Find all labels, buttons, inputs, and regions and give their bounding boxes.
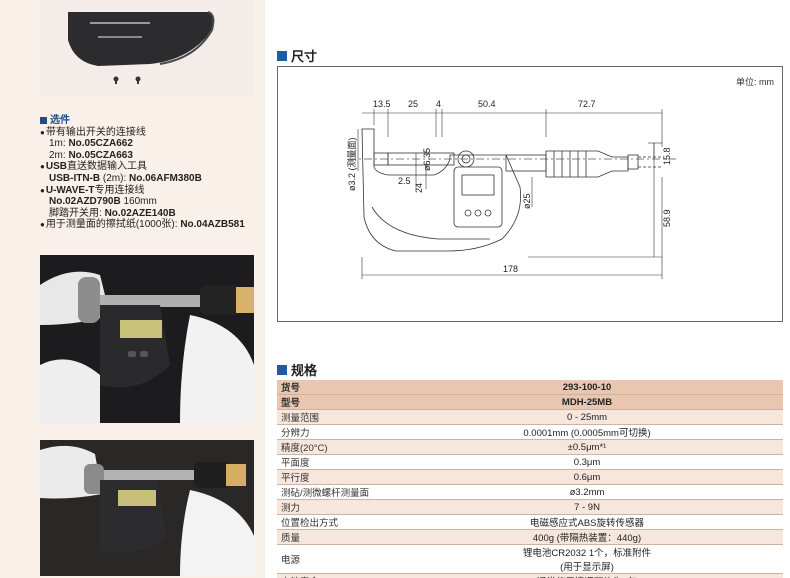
spec-key: 平行度 <box>277 469 391 485</box>
right-column: 尺寸 单位: mm <box>265 0 790 578</box>
spec-key: 精度(20°C) <box>277 439 391 455</box>
spec-row: 位置检出方式电磁感应式ABS旋转传感器 <box>277 514 783 530</box>
spec-value-line: 锂电池CR2032 1个，标准附件 <box>522 548 652 559</box>
spec-row: 电源 锂电池CR2032 1个，标准附件 (用于显示屏) <box>277 544 783 574</box>
spec-value: 通常使用情况下约为2年 <box>391 573 783 578</box>
dim-50-4: 50.4 <box>478 99 496 109</box>
dim-13-5: 13.5 <box>373 99 391 109</box>
dimension-drawing-box: 单位: mm <box>277 66 783 322</box>
unit-label: 单位: mm <box>736 77 774 87</box>
spec-key: 平面度 <box>277 454 391 470</box>
option-item: USB-ITN-B (2m): No.06AFM380B <box>49 172 202 184</box>
dim-spindle-dia: ø6.35 <box>422 148 432 171</box>
spec-value: 锂电池CR2032 1个，标准附件 (用于显示屏) <box>391 544 783 574</box>
spec-value: 电磁感应式ABS旋转传感器 <box>391 514 783 530</box>
spec-key: 分辨力 <box>277 424 391 440</box>
spec-key: 质量 <box>277 529 391 545</box>
spec-value: ø3.2mm <box>391 484 783 500</box>
dim-4: 4 <box>436 99 441 109</box>
dim-72-7: 72.7 <box>578 99 596 109</box>
option-item: No.02AZD790B 160mm <box>49 196 157 208</box>
spec-key: 位置检出方式 <box>277 514 391 530</box>
spec-value: 0.6μm <box>391 469 783 485</box>
spec-key: 电池寿命 <box>277 573 391 578</box>
spec-value: 0.0001mm (0.0005mm可切换) <box>391 424 783 440</box>
dim-178: 178 <box>503 264 518 274</box>
spec-value: 0.3μm <box>391 454 783 470</box>
square-bullet-icon <box>277 364 287 375</box>
heat-insulator-image <box>68 11 215 84</box>
spec-value-line: (用于显示屏) <box>560 562 614 573</box>
spec-value: ±0.5μm*¹ <box>391 439 783 455</box>
option-item: 1m: No.05CZA662 <box>49 138 133 150</box>
spec-value: 7 - 9N <box>391 499 783 515</box>
spec-key: 测砧/测微螺杆测量面 <box>277 484 391 500</box>
spec-value: MDH-25MB <box>391 394 783 410</box>
micrometer-in-use-image <box>40 440 254 576</box>
spec-key: 电源 <box>277 544 391 574</box>
spec-row: 精度(20°C)±0.5μm*¹ <box>277 439 783 455</box>
usage-photo-2 <box>40 440 254 576</box>
heat-insulator-photo <box>40 0 254 96</box>
spec-value: 293-100-10 <box>391 380 783 395</box>
option-item: U-WAVE-T专用连接线 <box>40 185 262 197</box>
spec-key: 货号 <box>277 380 391 395</box>
spec-key: 测力 <box>277 499 391 515</box>
dim-24: 24 <box>414 183 424 193</box>
spec-value: 0 - 25mm <box>391 409 783 425</box>
dim-thimble-dia: ø25 <box>522 193 532 209</box>
option-item: 带有输出开关的连接线 <box>40 127 262 139</box>
left-column: 选件 带有输出开关的连接线 1m: No.05CZA662 2m: No.05C… <box>0 0 265 578</box>
dimensions-title: 尺寸 <box>277 46 317 65</box>
option-item: USB直送数据输入工具 <box>40 161 262 173</box>
dim-anvil-face: ø3.2 (测量面) <box>347 137 357 191</box>
options-section: 选件 带有输出开关的连接线 1m: No.05CZA662 2m: No.05C… <box>40 115 262 231</box>
micrometer-in-use-image <box>40 255 254 423</box>
option-item: 用于测量面的擦拭纸(1000张): No.04AZB581 <box>40 219 262 231</box>
specs-title: 规格 <box>277 360 317 379</box>
square-bullet-icon <box>40 117 47 125</box>
square-bullet-icon <box>277 50 287 61</box>
option-item: 2m: No.05CZA663 <box>49 149 133 161</box>
options-title: 选件 <box>40 115 262 127</box>
dim-2-5: 2.5 <box>398 176 411 186</box>
dimension-drawing: 13.5 25 4 50.4 72.7 ø3.2 (测量面) ø6.35 2.5… <box>347 99 678 279</box>
option-item: 脚踏开关用: No.02AZE140B <box>49 207 176 219</box>
spec-key: 型号 <box>277 394 391 410</box>
dim-58-9: 58.9 <box>662 209 672 227</box>
spec-row: 电池寿命通常使用情况下约为2年 <box>277 573 783 578</box>
dim-25: 25 <box>408 99 418 109</box>
dim-15-8: 15.8 <box>662 147 672 165</box>
usage-photo-1 <box>40 255 254 423</box>
spec-value: 400g (带隔热装置：440g) <box>391 529 783 545</box>
spec-key: 测量范围 <box>277 409 391 425</box>
